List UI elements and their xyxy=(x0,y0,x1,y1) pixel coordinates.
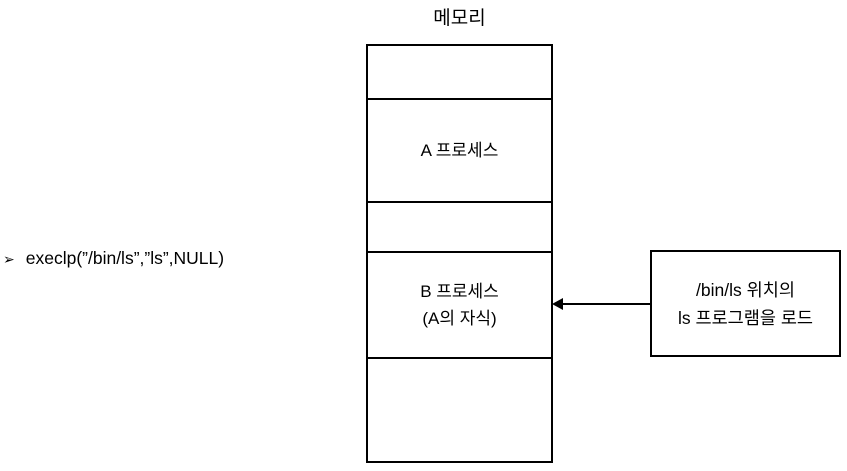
memory-cell-process-a: A 프로세스 xyxy=(368,100,551,203)
callout-line-2: ls 프로그램을 로드 xyxy=(677,307,814,328)
execlp-code-line: ➢ execlp(”/bin/ls”,”ls”,NULL) xyxy=(3,245,224,271)
memory-cell-empty-bottom xyxy=(368,359,551,461)
memory-stack: A 프로세스 B 프로세스 (A의 자식) xyxy=(366,44,553,463)
memory-cell-sublabel: (A의 자식) xyxy=(422,309,497,328)
memory-cell-label: B 프로세스 xyxy=(420,282,499,301)
memory-cell-process-b: B 프로세스 (A의 자식) xyxy=(368,253,551,359)
load-callout-box: /bin/ls 위치의 ls 프로그램을 로드 xyxy=(650,250,841,357)
callout-line-1: /bin/ls 위치의 xyxy=(696,279,795,300)
memory-cell-empty-middle xyxy=(368,203,551,253)
memory-title: 메모리 xyxy=(433,8,486,29)
execlp-code-text: execlp(”/bin/ls”,”ls”,NULL) xyxy=(25,248,225,268)
memory-cell-label: A 프로세스 xyxy=(420,141,499,160)
load-arrow-line xyxy=(561,303,650,305)
memory-cell-empty-top xyxy=(368,46,551,100)
arrowhead-bullet-icon: ➢ xyxy=(3,251,15,267)
load-arrow-head-icon xyxy=(552,298,563,310)
